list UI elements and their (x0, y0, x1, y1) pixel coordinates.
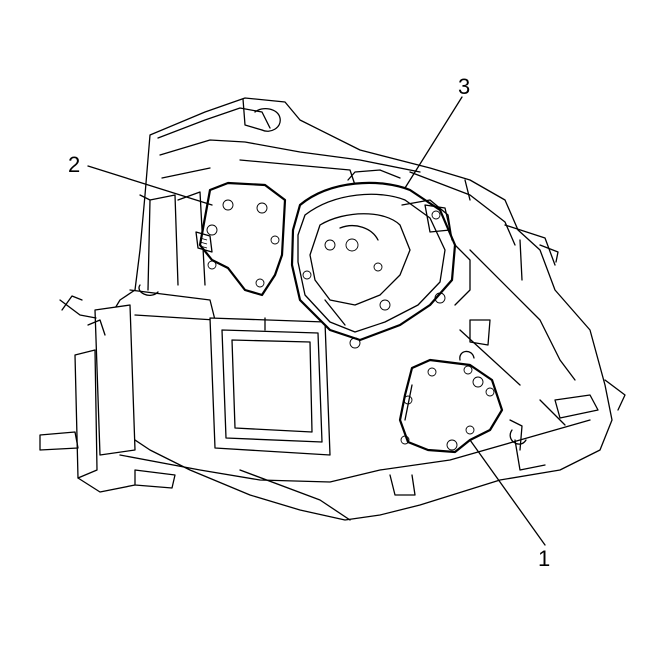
filter-access-door (209, 317, 331, 456)
callout-label-2: 2 (68, 152, 80, 177)
callout-label-3: 3 (458, 74, 470, 99)
leader-line-3 (404, 96, 463, 189)
leader-line-1 (469, 439, 546, 546)
blower-scroll-3 (290, 169, 471, 349)
callout-1-group: 1 (469, 439, 550, 571)
leader-line-2 (87, 165, 213, 206)
callout-2-group: 2 (68, 152, 213, 206)
callout-3-group: 3 (404, 74, 470, 189)
actuator-2 (195, 181, 287, 297)
callout-label-1: 1 (538, 546, 550, 571)
